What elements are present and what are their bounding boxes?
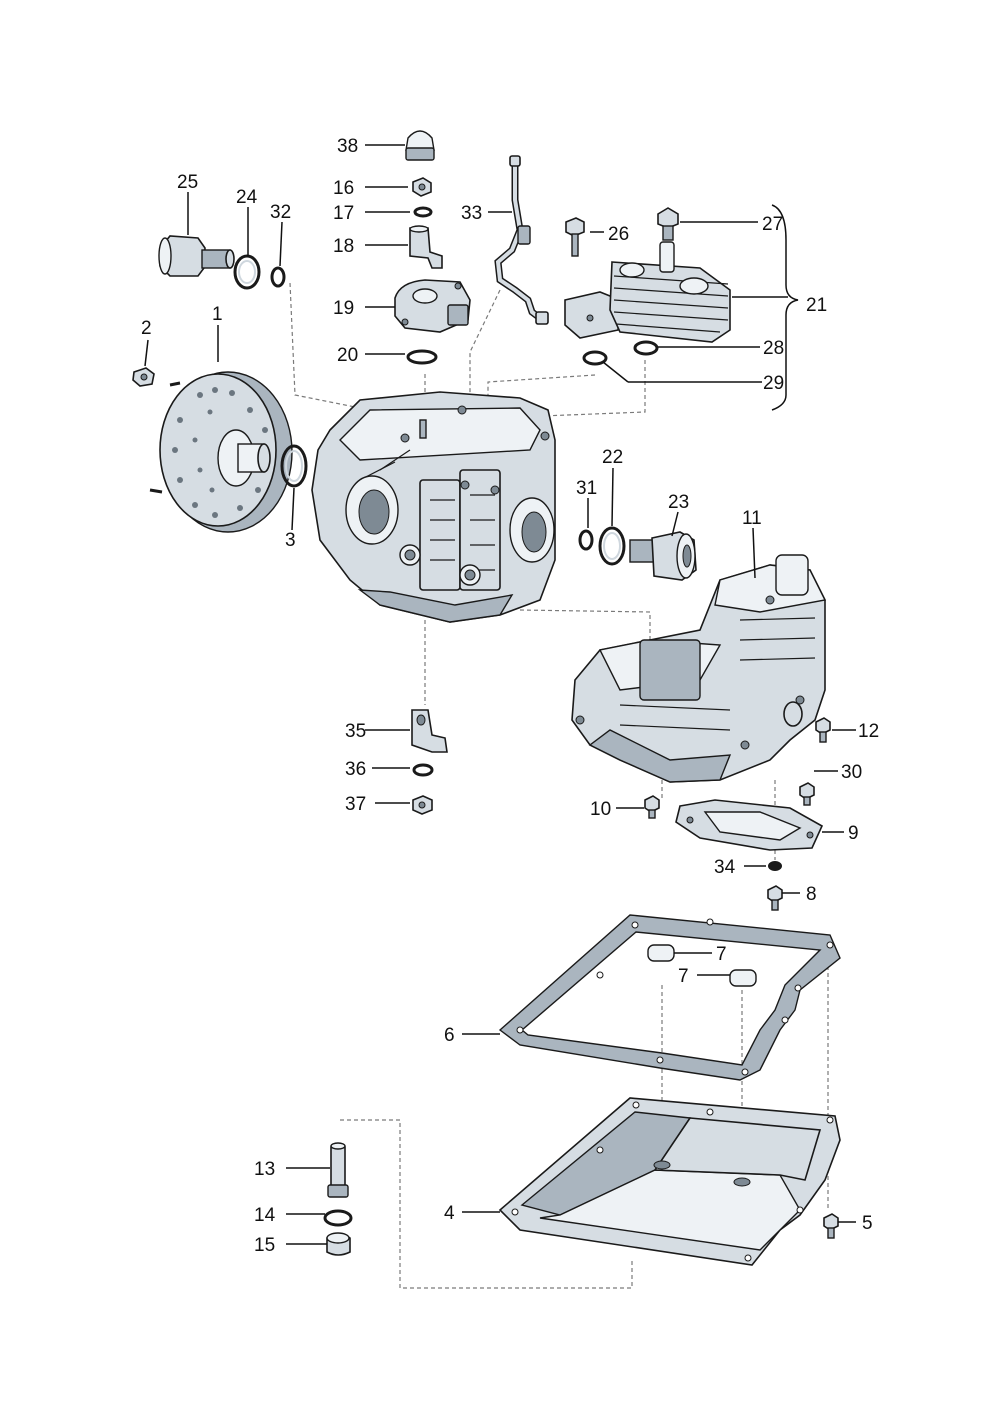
label-25: 25 [177,172,198,193]
label-6: 6 [444,1025,455,1046]
label-12: 12 [858,721,879,742]
label-17: 17 [333,203,354,224]
plug-15 [326,1232,351,1256]
label-28: 28 [763,338,784,359]
label-31: 31 [576,478,597,499]
label-33: 33 [461,203,482,224]
label-16: 16 [333,178,354,199]
label-22: 22 [602,447,623,468]
label-13: 13 [254,1159,275,1180]
o-ring-31 [578,529,594,551]
range-selector-19 [394,279,471,333]
label-24: 24 [236,187,258,208]
bracket-35 [411,709,448,753]
o-ring-20 [406,349,438,365]
label-14: 14 [254,1205,276,1226]
label-27: 27 [762,214,783,235]
nut-37 [412,795,433,815]
washer-36 [412,763,434,777]
lever-18 [409,225,443,269]
seal-ring-22 [598,526,626,566]
label-11: 11 [742,508,762,529]
label-29: 29 [763,373,784,394]
label-5: 5 [862,1213,873,1234]
o-ring-28 [633,340,659,356]
screw-30 [799,782,815,806]
label-15: 15 [254,1235,275,1256]
plug-13 [327,1142,349,1198]
torque-converter [149,371,293,533]
nut-16 [412,177,432,197]
oil-pan-4 [498,1097,841,1266]
cap-38 [405,130,435,161]
label-2: 2 [141,318,152,339]
flange-shaft-23 [629,531,697,581]
label-7b: 7 [678,966,689,987]
label-4: 4 [444,1203,455,1224]
label-19: 19 [333,298,354,319]
banjo-bolt-27 [657,207,679,241]
label-26: 26 [608,224,629,245]
label-1: 1 [212,304,223,325]
label-35: 35 [345,721,366,742]
label-8: 8 [806,884,817,905]
bracket-21 [771,204,799,411]
label-30: 30 [841,762,862,783]
bolt-26 [565,217,585,257]
gasket-6 [498,914,841,1081]
leader-lines [144,144,856,1245]
label-36: 36 [345,759,366,780]
nut-2 [132,367,155,387]
label-21: 21 [806,295,827,316]
label-20: 20 [337,345,358,366]
magnet-7a [647,944,675,962]
tube-33 [494,155,549,325]
o-ring-29 [582,350,608,366]
valve-body-11 [571,554,827,783]
label-23: 23 [668,492,689,513]
callout-labels: 38 16 17 18 19 20 25 24 32 2 1 3 33 26 2… [141,136,879,1256]
label-18: 18 [333,236,354,257]
seal-ring-24 [233,254,261,290]
label-32: 32 [270,202,291,223]
screw-5 [823,1213,839,1239]
label-37: 37 [345,794,366,815]
label-9: 9 [848,823,859,844]
label-34: 34 [714,857,736,878]
screw-10 [644,795,660,819]
seal-ring-14 [323,1209,353,1227]
seal-34 [768,861,782,871]
seal-ring-3 [280,444,308,488]
flange-shaft-25 [158,235,235,277]
filter-9 [675,799,824,851]
washer-17 [413,206,433,218]
gearbox-housing [311,391,556,623]
screw-12 [815,717,831,743]
magnet-7b [729,969,757,987]
oil-cooler-21 [564,241,731,343]
label-3: 3 [285,530,296,551]
label-38: 38 [337,136,358,157]
label-10: 10 [590,799,611,820]
screw-8 [767,885,783,911]
o-ring-32 [270,266,286,288]
label-7a: 7 [716,944,727,965]
